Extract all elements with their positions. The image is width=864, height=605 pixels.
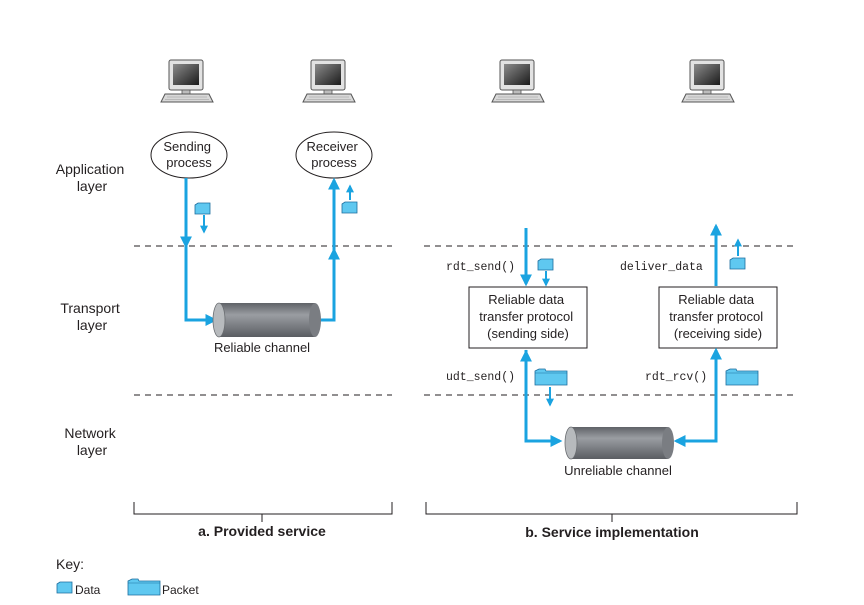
computer-icon [491, 59, 545, 103]
receiver-process-label: Receiver process [307, 139, 362, 170]
receive-path-arrow [318, 177, 340, 322]
caption-provided-service: a. Provided service [198, 523, 326, 539]
udt-send-path-arrow [524, 350, 563, 447]
key-data-label: Data [75, 583, 101, 597]
reliable-channel-label: Reliable channel [214, 340, 310, 355]
layer-label-application: Application layer [56, 161, 128, 194]
packet-icon [725, 368, 759, 386]
rdt-sender-label: Reliable data transfer protocol (sending… [479, 292, 577, 341]
key-data-icon [56, 581, 73, 594]
packet-icon [534, 368, 568, 386]
data-icon [341, 201, 358, 214]
rdt-receiver-label: Reliable data transfer protocol (receivi… [669, 292, 767, 341]
data-icon [537, 258, 554, 271]
udt-send-label: udt_send() [446, 371, 515, 384]
caption-service-implementation: b. Service implementation [525, 524, 699, 540]
computer-icon [681, 59, 735, 103]
caption-bracket [425, 502, 798, 515]
rdt-rcv-label: rdt_rcv() [645, 371, 707, 384]
layer-label-network: Network layer [64, 425, 119, 458]
data-icon [194, 202, 211, 215]
deliver-data-label: deliver_data [620, 261, 703, 274]
send-path-arrow [184, 178, 218, 326]
rdt-rcv-path-arrow [673, 347, 722, 447]
rdt-sender-box [468, 286, 588, 349]
sending-process-label: Sending process [163, 139, 214, 170]
sending-process-node [150, 131, 228, 179]
rdt-receiver-box [658, 286, 778, 349]
unreliable-channel-label: Unreliable channel [564, 463, 672, 478]
computer-icon [160, 59, 214, 103]
layer-label-transport: Transport layer [60, 300, 123, 333]
reliable-channel-cylinder [212, 302, 321, 338]
computer-icon [302, 59, 356, 103]
key-packet-label: Packet [162, 583, 199, 597]
key-packet-icon [127, 578, 161, 596]
unreliable-channel-cylinder [564, 426, 674, 460]
rdt-send-label: rdt_send() [446, 261, 515, 274]
key-title: Key: [56, 556, 84, 572]
data-icon [729, 257, 746, 270]
caption-bracket [133, 502, 393, 515]
